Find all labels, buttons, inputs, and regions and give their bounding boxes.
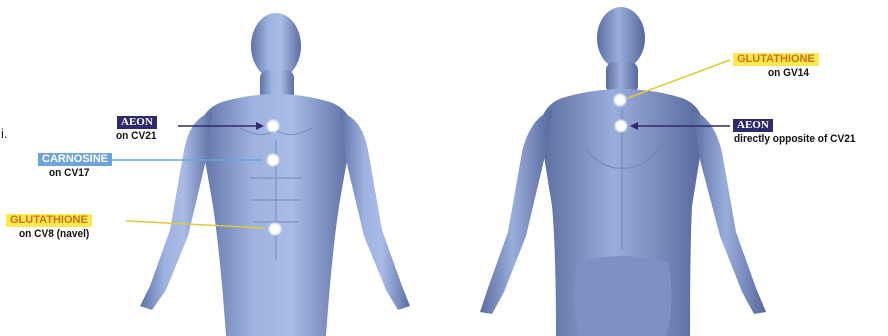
- front-carnosine-point: on CV17: [49, 167, 89, 179]
- front-glutathione-point: on CV8 (navel): [19, 228, 89, 240]
- front-body: [140, 13, 410, 336]
- back-glutathione-label: GLUTATHIONE: [733, 53, 819, 66]
- back-aeon-label: AEON: [733, 119, 773, 132]
- back-left-arm: [480, 110, 552, 314]
- point-cv8: [268, 222, 283, 237]
- front-glutathione-label: GLUTATHIONE: [6, 214, 92, 227]
- back-glutathione-point: on GV14: [768, 67, 809, 79]
- back-aeon-point: directly opposite of CV21: [734, 133, 855, 145]
- back-head: [597, 7, 645, 69]
- point-gv14: [613, 93, 628, 108]
- front-carnosine-label: CARNOSINE: [38, 153, 112, 166]
- front-aeon-label: AEON: [117, 116, 157, 129]
- front-head: [251, 13, 301, 79]
- back-buttocks: [574, 256, 671, 336]
- back-glutathione-line: [628, 60, 730, 98]
- point-cv17: [266, 153, 281, 168]
- front-right-arm: [340, 112, 410, 310]
- point-opposite-cv21: [614, 119, 629, 134]
- point-cv21: [266, 119, 281, 134]
- front-aeon-point: on CV21: [116, 130, 156, 142]
- stray-text: i.: [1, 126, 8, 141]
- back-body: [480, 7, 766, 336]
